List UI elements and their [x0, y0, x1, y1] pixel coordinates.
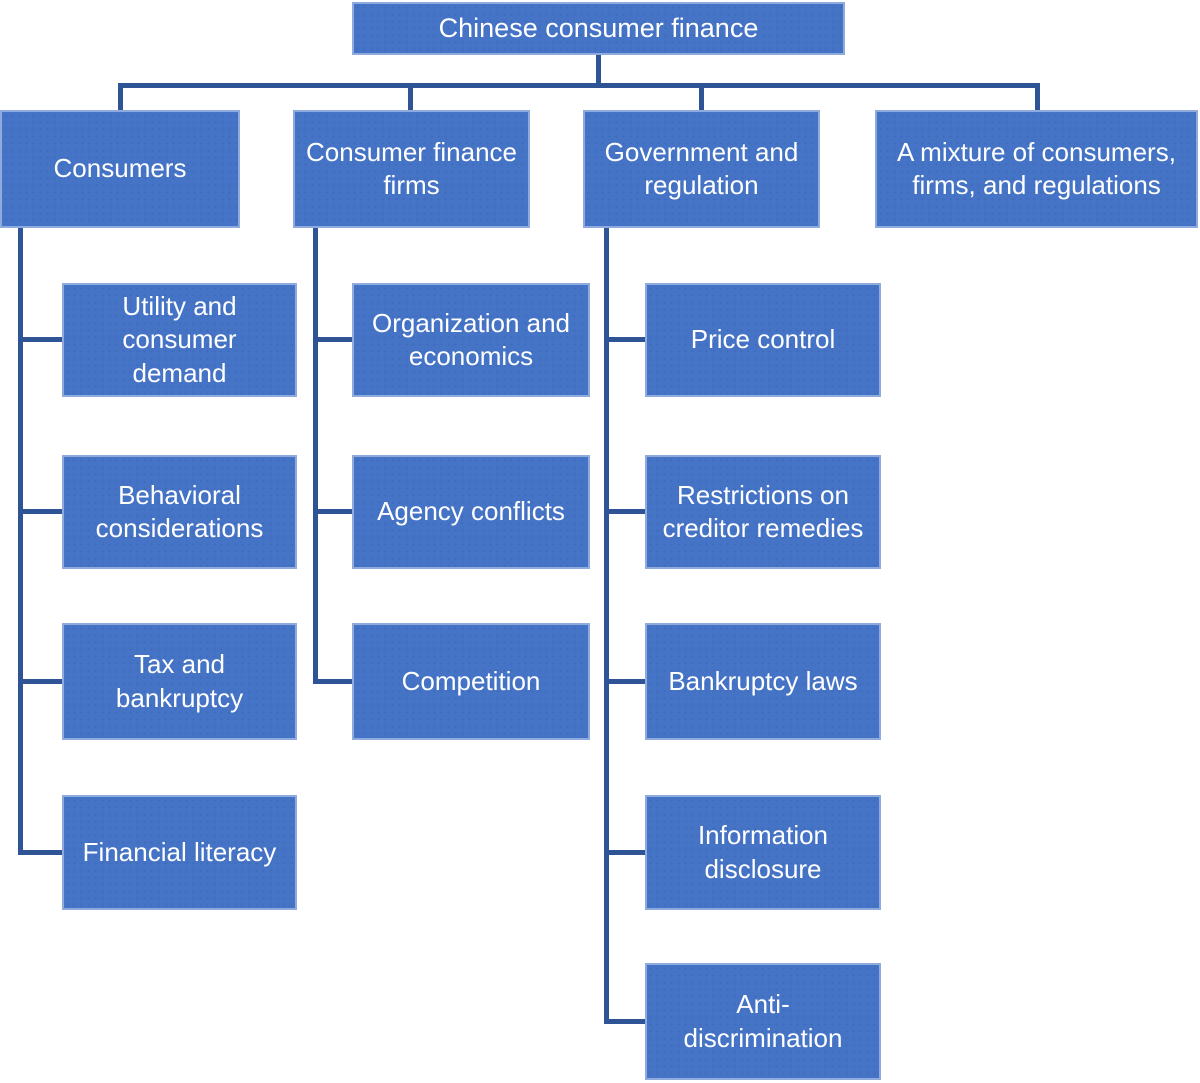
connector-trunk-government	[604, 228, 609, 1024]
node-price-control: Price control	[645, 283, 881, 397]
node-branch-government-regulation: Government and regulation	[583, 110, 820, 228]
node-root: Chinese consumer finance	[352, 2, 845, 55]
connector-branch2-drop	[408, 83, 413, 110]
node-branch-mixture: A mixture of consumers, firms, and regul…	[875, 110, 1198, 228]
connector-stub-organization	[313, 337, 352, 342]
connector-trunk-firms	[313, 228, 318, 684]
connector-stub-tax	[18, 679, 62, 684]
node-financial-literacy: Financial literacy	[62, 795, 297, 910]
connector-stub-competition	[313, 679, 352, 684]
node-competition: Competition	[352, 623, 590, 740]
node-tax-bankruptcy: Tax and bankruptcy	[62, 623, 297, 740]
node-bankruptcy-laws: Bankruptcy laws	[645, 623, 881, 740]
connector-stub-disclosure	[604, 850, 645, 855]
node-behavioral-considerations: Behavioral considerations	[62, 455, 297, 569]
node-branch-consumer-finance-firms: Consumer finance firms	[293, 110, 530, 228]
connector-stub-utility	[18, 337, 62, 342]
node-branch-consumers: Consumers	[0, 110, 240, 228]
connector-trunk-consumers	[18, 228, 23, 855]
node-utility-consumer-demand: Utility and consumer demand	[62, 283, 297, 397]
node-anti-discrimination: Anti-discrimination	[645, 963, 881, 1080]
connector-stub-literacy	[18, 850, 62, 855]
node-agency-conflicts: Agency conflicts	[352, 455, 590, 569]
connector-branch3-drop	[699, 83, 704, 110]
connector-stub-behavioral	[18, 509, 62, 514]
connector-root-drop	[596, 55, 601, 86]
connector-stub-antidiscrimination	[604, 1019, 645, 1024]
node-restrictions-creditor-remedies: Restrictions on creditor remedies	[645, 455, 881, 569]
connector-stub-price	[604, 337, 645, 342]
connector-stub-restrictions	[604, 509, 645, 514]
connector-stub-bankruptcy-laws	[604, 679, 645, 684]
node-information-disclosure: Information disclosure	[645, 795, 881, 910]
connector-branch4-drop	[1035, 83, 1040, 110]
connector-top-rail	[118, 83, 1040, 88]
node-organization-economics: Organization and economics	[352, 283, 590, 397]
connector-branch1-drop	[118, 83, 123, 110]
connector-stub-agency	[313, 509, 352, 514]
